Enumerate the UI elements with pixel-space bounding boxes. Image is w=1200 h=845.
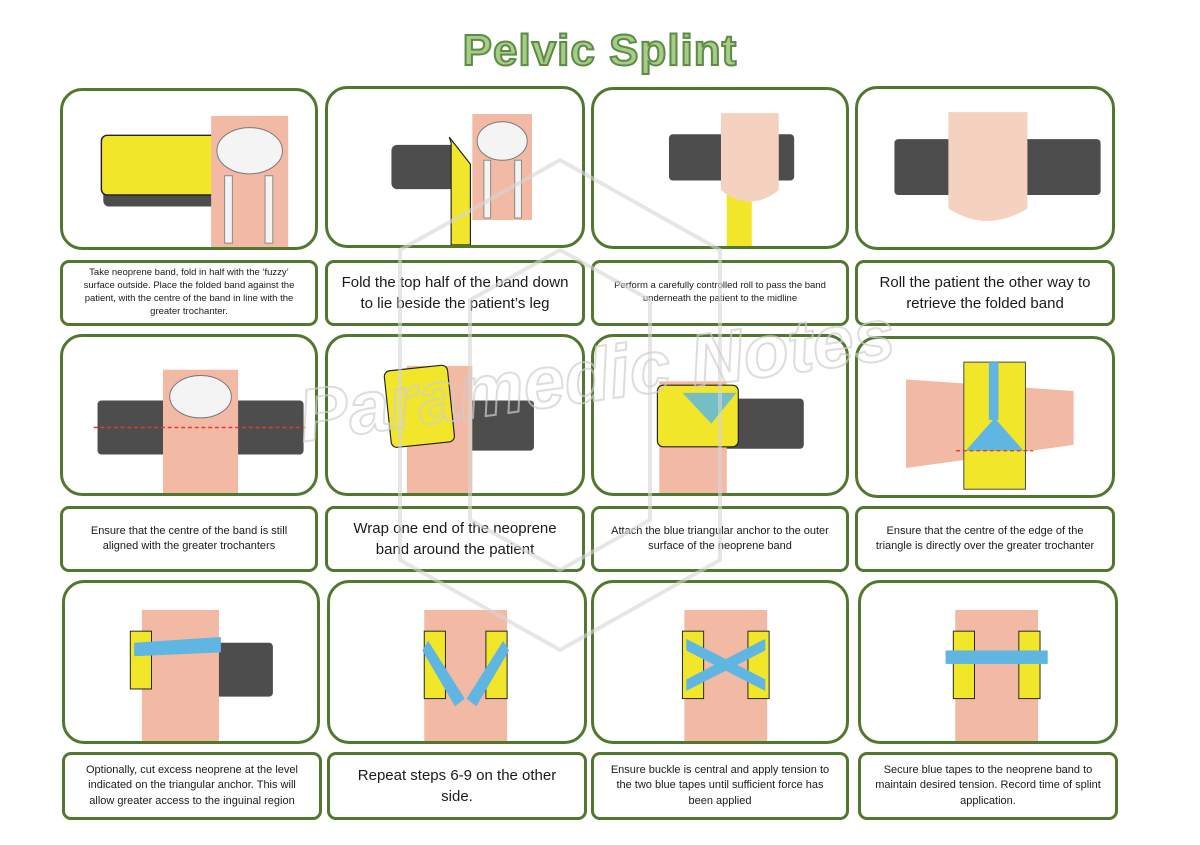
step-8-caption: Ensure that the centre of the edge of th… [855,506,1115,572]
step-5-caption: Ensure that the centre of the band is st… [60,506,318,572]
step-6-caption: Wrap one end of the neoprene band around… [325,506,585,572]
step-9-illustration [62,580,320,744]
step-2-caption: Fold the top half of the band down to li… [325,260,585,326]
step-12-illustration [858,580,1118,744]
step-4-caption: Roll the patient the other way to retrie… [855,260,1115,326]
step-8-illustration [855,336,1115,498]
step-11-caption: Ensure buckle is central and apply tensi… [591,752,849,820]
step-7-illustration [591,334,849,496]
step-5-illustration [60,334,318,496]
step-7-caption: Attach the blue triangular anchor to the… [591,506,849,572]
step-3-caption: Perform a carefully controlled roll to p… [591,260,849,326]
page-title: Pelvic Splint [462,25,738,76]
step-2-illustration [325,86,585,248]
step-10-caption: Repeat steps 6-9 on the other side. [327,752,587,820]
step-12-caption: Secure blue tapes to the neoprene band t… [858,752,1118,820]
step-3-illustration [591,87,849,249]
step-11-illustration [591,580,849,744]
step-1-illustration [60,88,318,250]
step-1-caption: Take neoprene band, fold in half with th… [60,260,318,326]
step-4-illustration [855,86,1115,250]
step-6-illustration [325,334,585,496]
step-9-caption: Optionally, cut excess neoprene at the l… [62,752,322,820]
step-10-illustration [327,580,587,744]
